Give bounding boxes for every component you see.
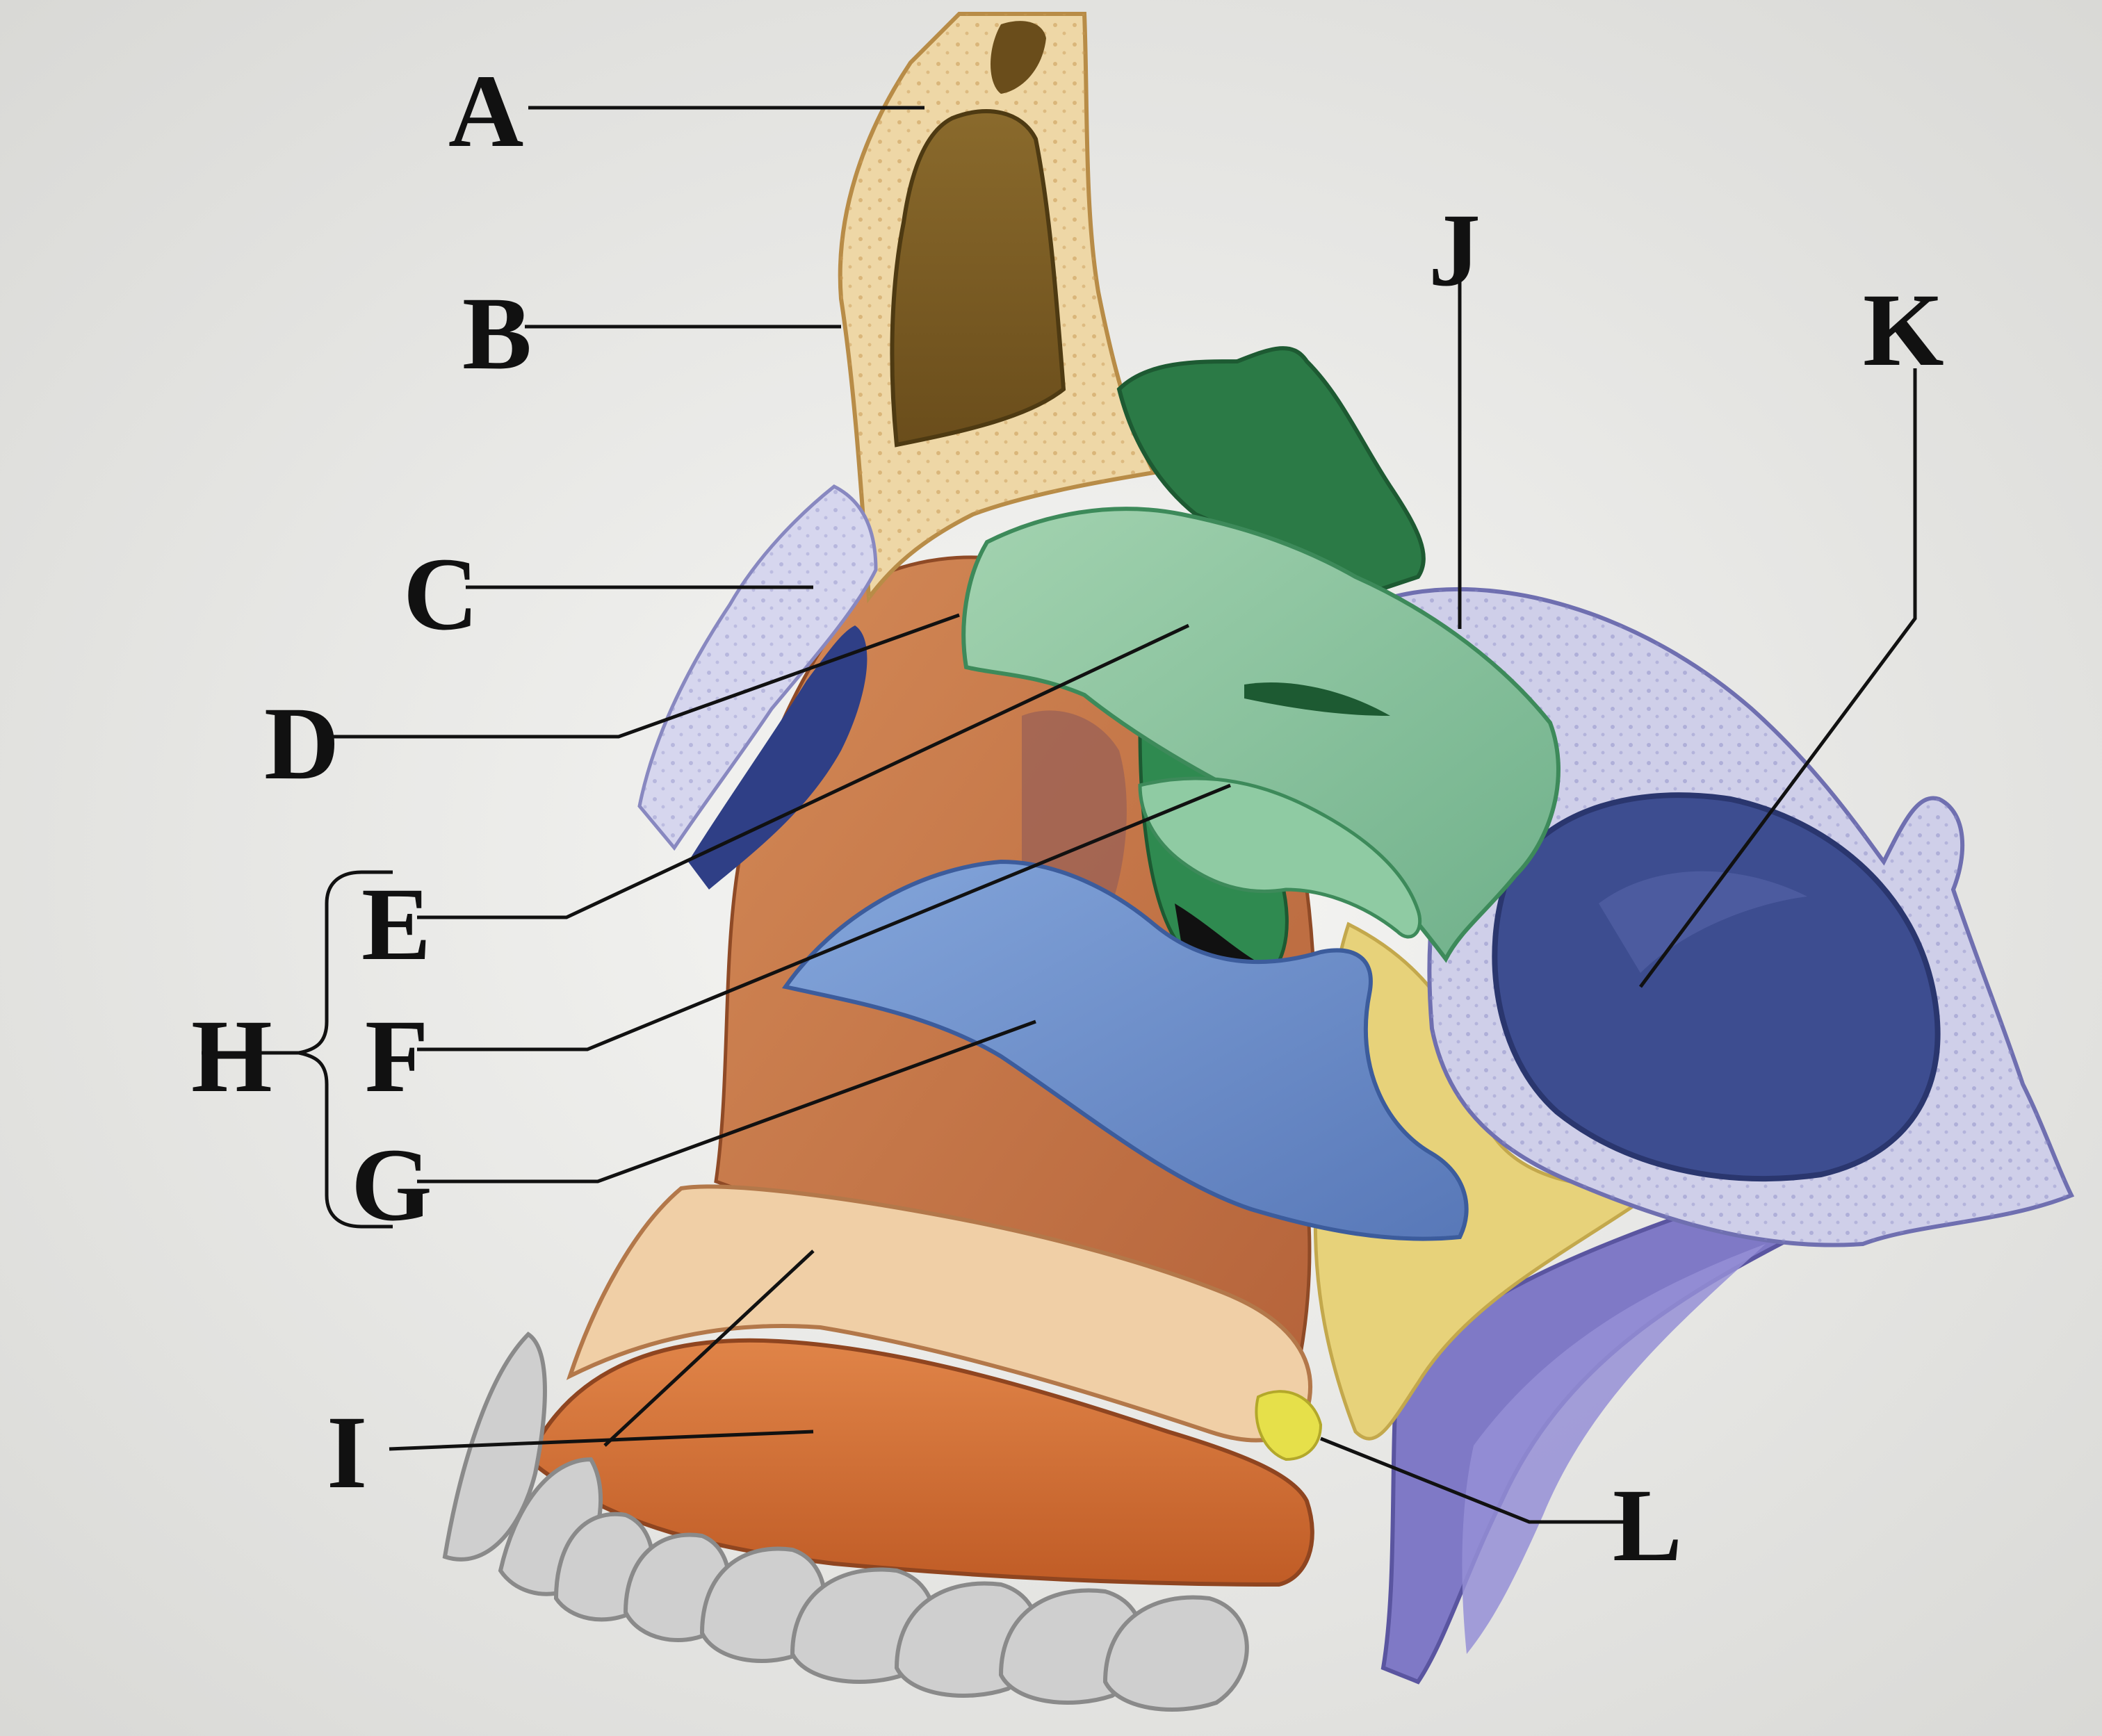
label-a: A <box>448 54 524 169</box>
middle-concha <box>1138 776 1422 939</box>
label-d: D <box>264 686 340 801</box>
tooth <box>1102 1595 1249 1712</box>
label-k: K <box>1863 272 1944 388</box>
leader-line-g <box>417 1020 1036 1184</box>
frontal-sinus <box>890 109 1066 448</box>
maxilla-body <box>526 1338 1314 1587</box>
leader-line-e <box>417 623 1190 919</box>
sphenoid-sinus-highlight <box>1599 871 1807 973</box>
nasal-vestibule-dark <box>688 625 867 890</box>
leader-line-k <box>1638 368 1917 988</box>
label-f: F <box>365 999 429 1114</box>
superior-concha <box>961 507 1561 963</box>
label-h: H <box>191 999 272 1114</box>
frontal-sinus-upper <box>991 21 1046 94</box>
label-g: G <box>351 1127 432 1243</box>
label-j: J <box>1428 193 1481 308</box>
leader-lines <box>202 106 1917 1524</box>
label-i: I <box>327 1395 368 1510</box>
inferior-concha <box>781 859 1469 1241</box>
label-l: L <box>1613 1468 1683 1583</box>
leader-line-i2 <box>603 1250 815 1447</box>
sphenoid-sinus <box>1492 792 1941 1181</box>
nasal-cartilage-texture <box>639 486 876 848</box>
leader-line-d <box>334 613 960 739</box>
palatine-yellow-patch <box>1255 1390 1323 1461</box>
pharynx-inner <box>1462 1244 1766 1654</box>
label-c: C <box>403 537 479 652</box>
ethmoid-bone <box>1116 346 1426 600</box>
hard-palate <box>566 1184 1312 1443</box>
leader-line-l <box>1320 1436 1627 1524</box>
leader-line-f <box>417 783 1231 1051</box>
label-b: B <box>462 276 532 391</box>
meatus-shadow <box>1022 710 1127 903</box>
leader-line-i <box>389 1430 814 1451</box>
superior-meatus-slit <box>1244 682 1390 716</box>
label-e: E <box>361 867 432 982</box>
